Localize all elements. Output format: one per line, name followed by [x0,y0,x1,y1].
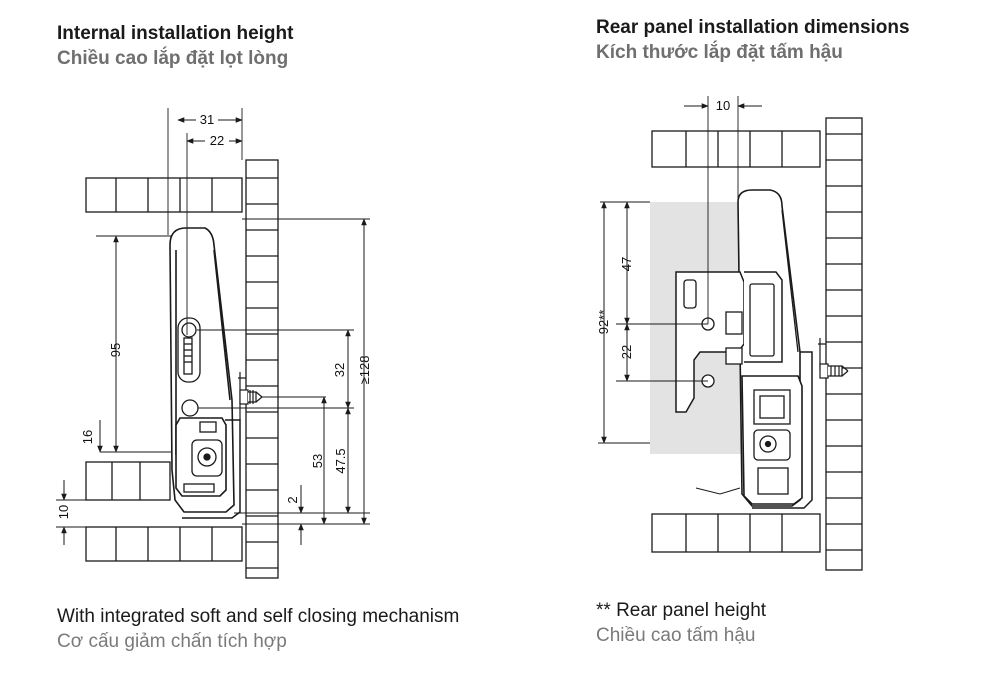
cabinet-side-wall [245,159,279,579]
top-shelf [85,177,243,213]
dim-92: 92** [596,310,611,335]
dim-128: ≥128 [357,356,372,385]
dim-22: 22 [210,133,224,148]
screw-right [819,363,849,379]
dim-r10: 10 [716,98,730,113]
dim-47: 47 [619,257,634,271]
right-caption-vi: Chiều cao tấm hậu [596,625,756,646]
left-caption-en: With integrated soft and self closing me… [57,606,460,627]
dim-95: 95 [108,343,123,357]
dim-16: 16 [80,430,95,444]
right-drawing [598,96,863,571]
right-title-vi: Kích thước lắp đặt tấm hậu [596,42,843,63]
right-title-en: Rear panel installation dimensions [596,17,910,38]
dim-2: 2 [285,496,300,503]
upper-hole [181,322,197,338]
left-caption-vi: Cơ cấu giảm chấn tích hợp [57,631,287,652]
dim-10: 10 [56,505,71,519]
drawer-bottom [85,461,171,501]
bottom-shelf-right [651,513,821,553]
left-drawing [56,108,370,579]
dim-47-5: 47.5 [333,448,348,473]
left-title-vi: Chiều cao lắp đặt lọt lòng [57,48,289,69]
lower-hole [181,399,199,417]
runner-rail [182,419,241,519]
screw [239,389,263,405]
cabinet-side-wall-right [825,117,863,571]
dim-r22: 22 [619,345,634,359]
dim-53: 53 [310,454,325,468]
bottom-shelf [85,526,243,562]
right-caption-en: ** Rear panel height [596,600,767,621]
left-title-en: Internal installation height [57,23,294,44]
dim-32: 32 [332,363,347,377]
top-shelf-right [651,130,821,168]
dim-31: 31 [200,112,214,127]
